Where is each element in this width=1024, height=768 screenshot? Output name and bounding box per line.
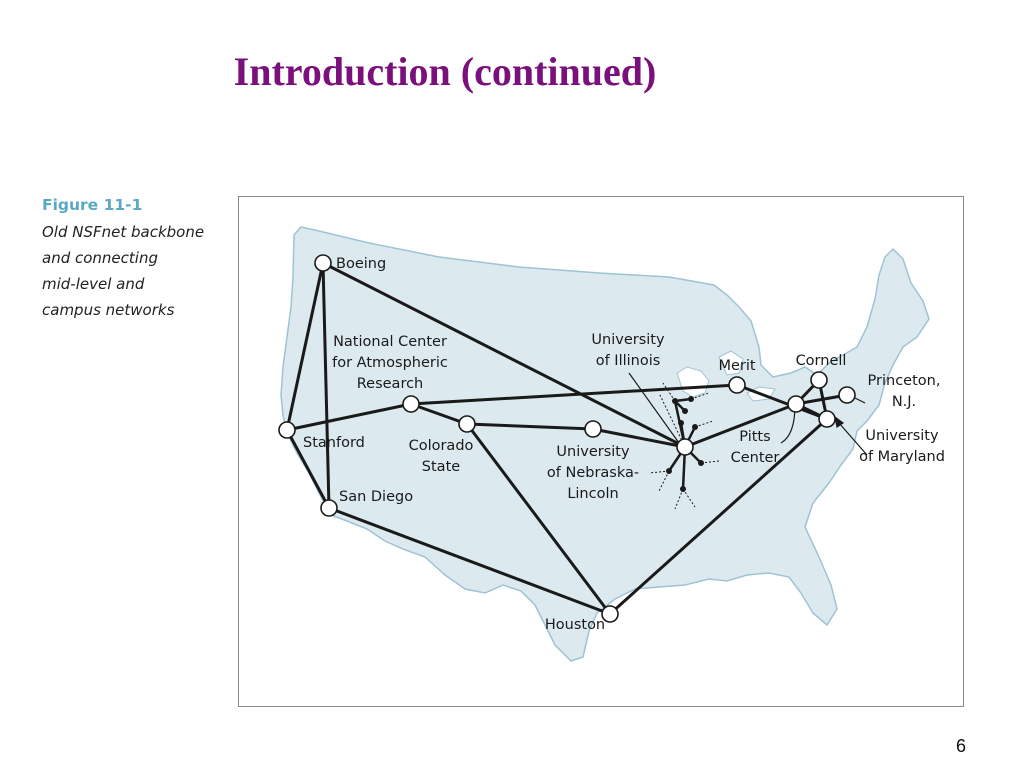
slide-number: 6 [955,736,966,756]
backbone-link-stanford-ncar [286,402,412,432]
backbone-link-ncar-colorado-state [410,402,468,426]
backbone-link-stanford-san-diego [285,429,331,509]
node-label-princeton: Princeton,N.J. [868,373,941,410]
node-houston [601,605,619,623]
node-label-san-diego: San Diego [339,489,413,505]
node-ncar [402,395,420,413]
backbone-link-illinois-pitts [684,402,797,449]
backbone-link-colorado-state-unl [466,422,594,431]
node-san-diego [320,499,338,517]
backbone-link-boeing-san-diego [321,262,331,509]
node-stanford [278,421,296,439]
figure-label: Figure 11-1 [42,196,143,214]
figure-caption: Figure 11-1 Old NSFnet backbone and conn… [42,196,232,323]
node-merit [728,376,746,394]
backbone-link-ncar-merit [410,383,738,406]
node-princeton [838,386,856,404]
caption-line: Old NSFnet backbone [42,223,205,241]
node-unl [584,420,602,438]
node-label-boeing: Boeing [336,256,386,272]
caption-line: campus networks [42,301,175,319]
great-lake [718,350,744,376]
backbone-link-unl-illinois [592,427,686,449]
caption-line: mid-level and [42,275,145,293]
caption-line: and connecting [42,249,158,267]
node-label-houston: Houston [545,617,605,633]
backbone-link-boeing-stanford [285,262,325,431]
node-label-stanford: Stanford [303,435,365,451]
backbone-link-boeing-illinois [322,261,686,449]
node-label-cornell: Cornell [796,353,847,369]
node-boeing [314,254,332,272]
node-colorado-state [458,415,476,433]
backbone-link-san-diego-houston [328,506,611,616]
node-label-merit: Merit [718,358,755,374]
node-cornell [810,371,828,389]
backbone-link-houston-maryland [608,417,829,616]
node-maryland [818,410,836,428]
slide-title: Introduction (continued) [233,49,657,94]
node-illinois [676,438,694,456]
node-pitts [787,395,805,413]
backbone-link-colorado-state-houston [465,423,612,615]
